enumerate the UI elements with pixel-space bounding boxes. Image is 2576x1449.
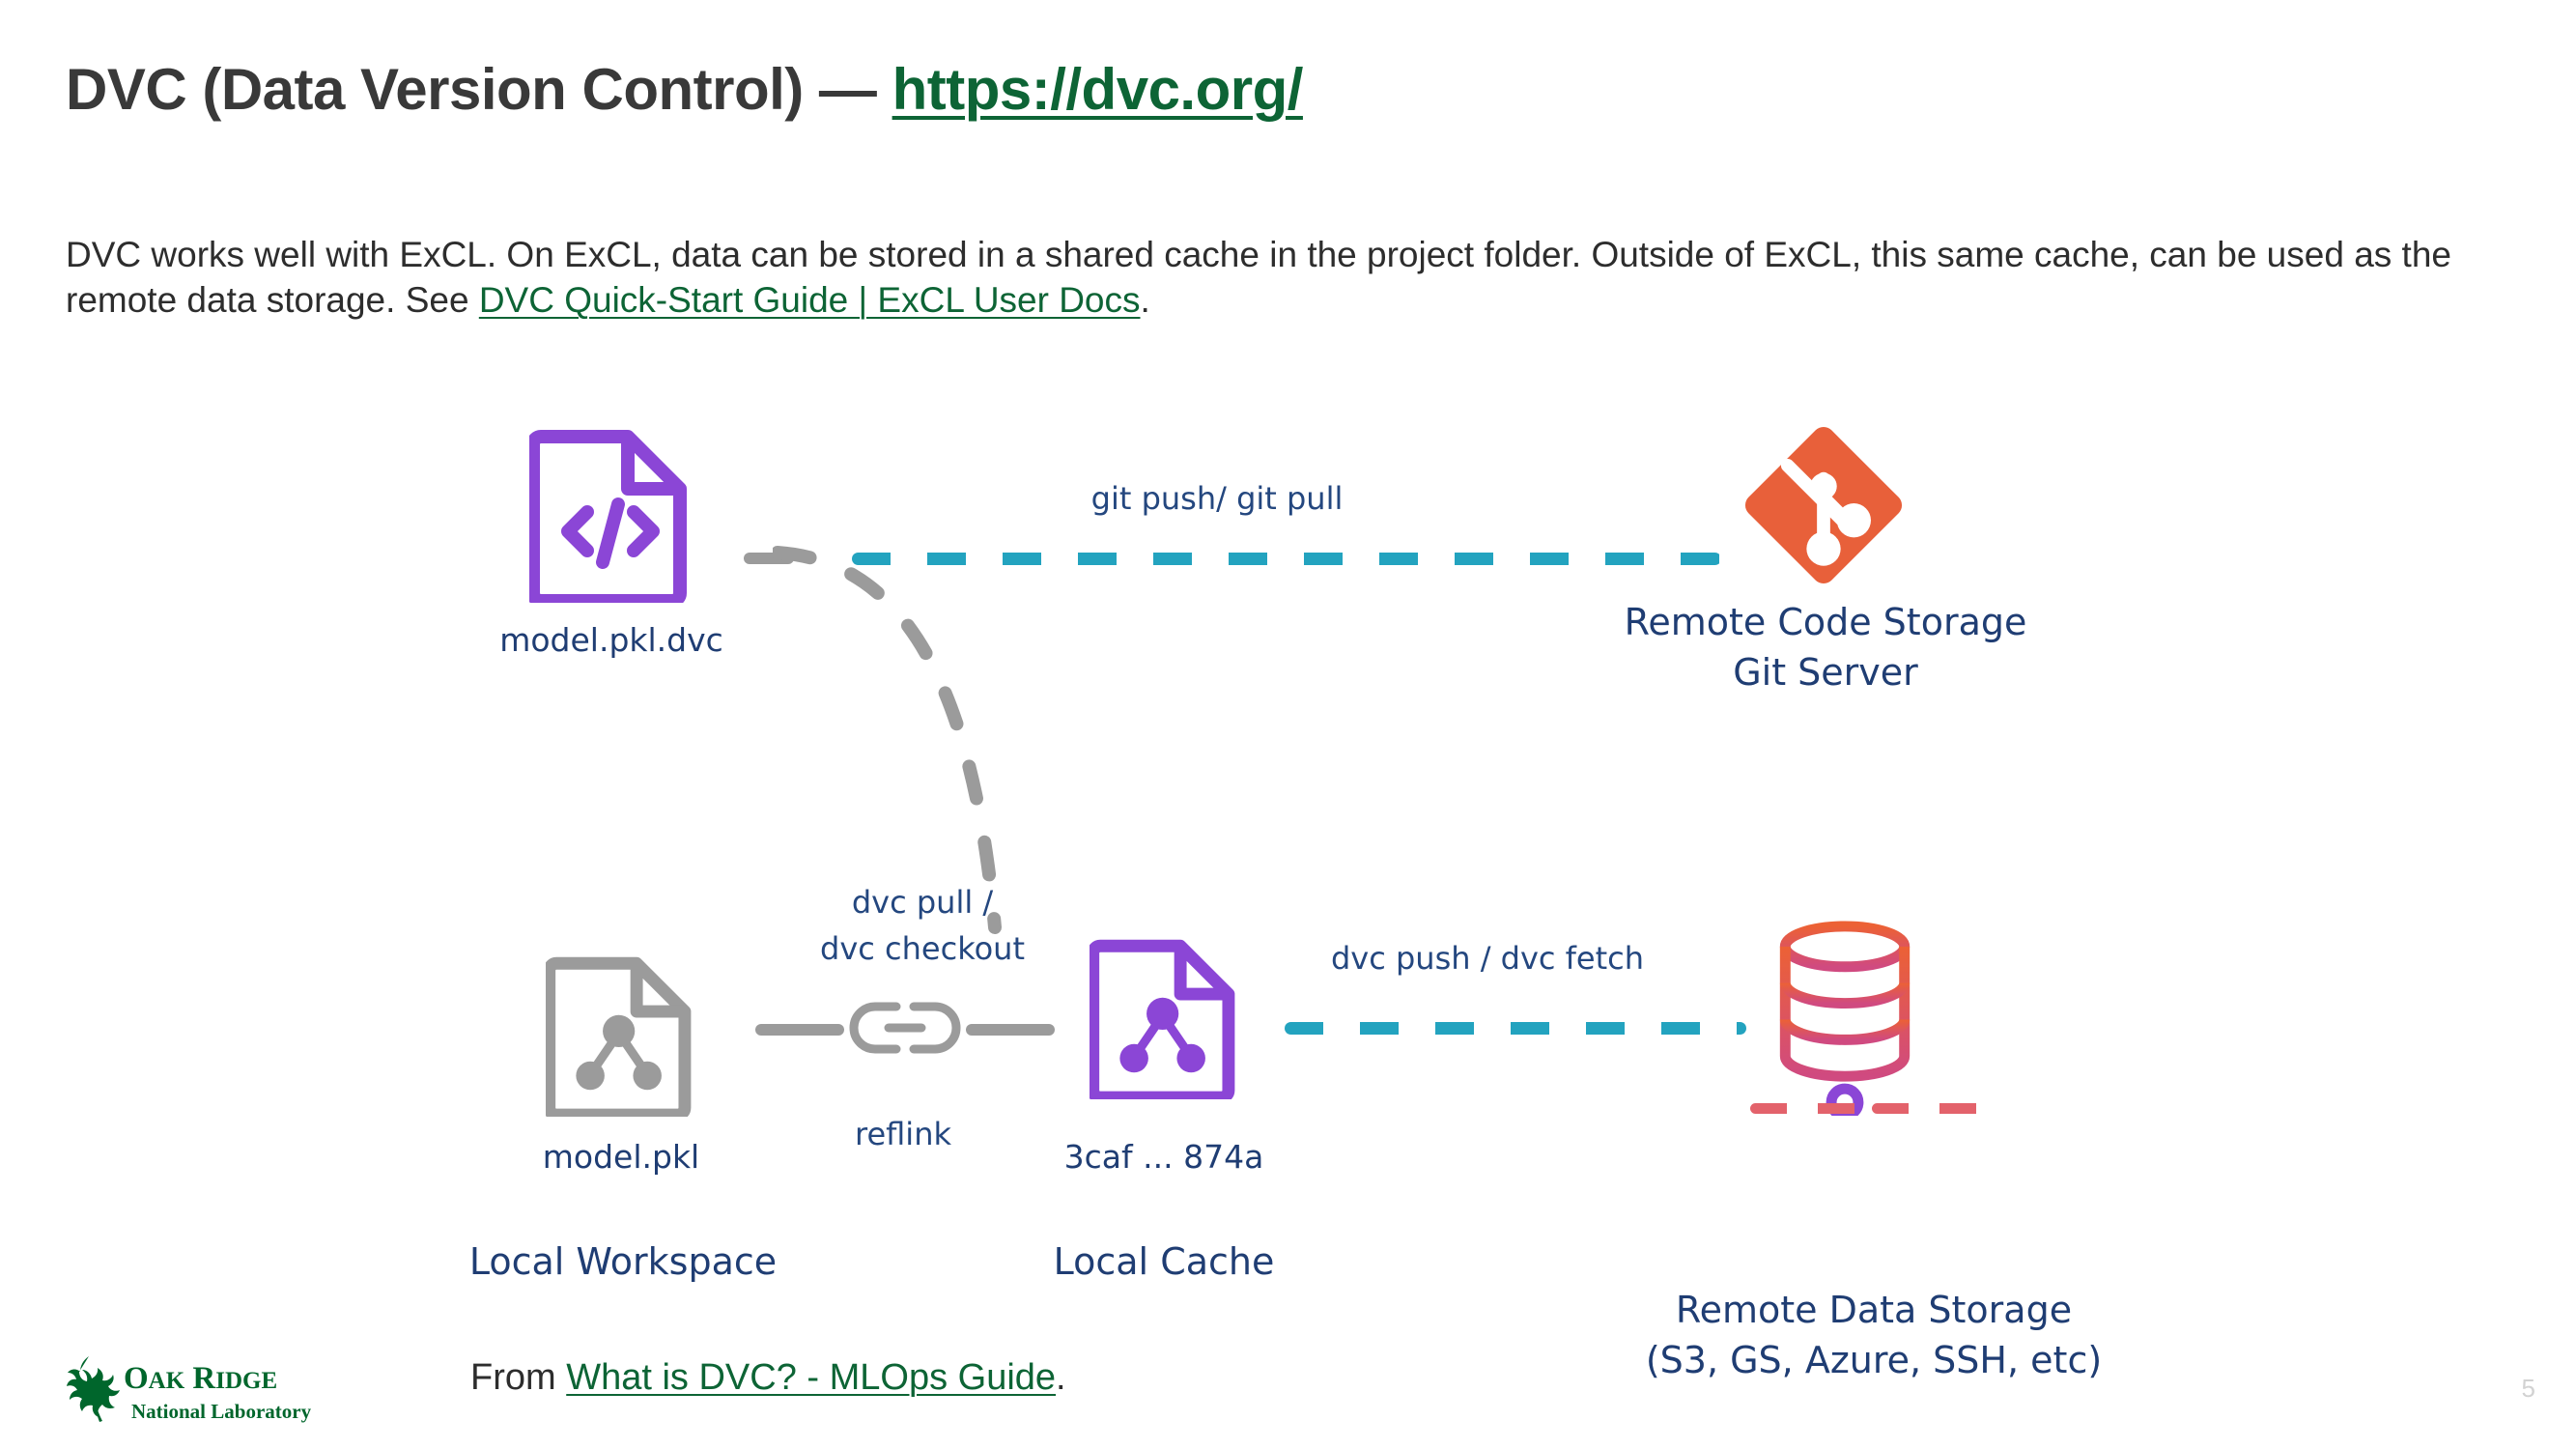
label-remote-data-line2: (S3, GS, Azure, SSH, etc): [1645, 1339, 2103, 1381]
mlops-guide-link[interactable]: What is DVC? - MLOps Guide: [566, 1357, 1057, 1398]
edge-remote-data-dash-left: [1750, 1103, 1861, 1114]
label-remote-data-line1: Remote Data Storage: [1675, 1289, 2073, 1331]
footer-credit-suffix: .: [1056, 1357, 1066, 1398]
label-workspace-file: model.pkl: [542, 1138, 700, 1176]
label-dvc-push-fetch: dvc push / dvc fetch: [1330, 940, 1645, 977]
label-git-server-line2: Git Server: [1733, 651, 1918, 694]
code-file-icon: [526, 430, 687, 608]
label-git-operations: git push/ git pull: [1090, 480, 1344, 517]
graph-file-icon: [543, 956, 692, 1122]
oak-ridge-logo-icon: OAK RIDGE National Laboratory: [67, 1356, 312, 1423]
node-workspace-file: [543, 954, 695, 1122]
page-title-text: DVC (Data Version Control) —: [66, 57, 892, 122]
body-paragraph-part2: .: [1140, 280, 1150, 321]
label-local-cache: Local Cache: [1053, 1240, 1275, 1283]
label-dvc-pull-line2: dvc checkout: [820, 930, 1025, 967]
body-paragraph-part1: DVC works well with ExCL. On ExCL, data …: [66, 235, 2451, 321]
edge-dvc-file-to-cache-curve: [773, 546, 1002, 934]
page-number: 5: [2521, 1374, 2535, 1403]
dvc-architecture-diagram: model.pkl.dvc git push/ git pull Remote …: [0, 386, 2576, 1381]
footer-credit: From What is DVC? - MLOps Guide.: [470, 1357, 1066, 1399]
node-dvc-file: [526, 427, 692, 608]
git-diamond-icon: [1744, 426, 1903, 584]
node-git-server: [1729, 411, 1918, 605]
excl-user-docs-link[interactable]: DVC Quick-Start Guide | ExCL User Docs: [478, 280, 1141, 321]
reflink-line-right: [966, 1024, 1055, 1036]
link-chain-icon: [849, 1002, 961, 1054]
dvc-homepage-link[interactable]: https://dvc.org/: [892, 57, 1304, 122]
label-cache-file: 3caf ... 874a: [1063, 1138, 1264, 1176]
edge-git-push-pull-line: [852, 553, 1721, 565]
page-title: DVC (Data Version Control) — https://dvc…: [66, 56, 1303, 123]
label-reflink: reflink: [855, 1116, 951, 1152]
graph-file-icon: [1087, 939, 1235, 1104]
ornl-logo: OAK RIDGE National Laboratory: [60, 1350, 340, 1430]
reflink-line-left: [755, 1024, 844, 1036]
svg-text:OAK RIDGE: OAK RIDGE: [124, 1361, 277, 1396]
footer-credit-prefix: From: [470, 1357, 567, 1398]
node-remote-data-storage: [1758, 918, 1932, 1122]
edge-remote-data-dash-right: [1872, 1103, 1983, 1114]
label-git-server-line1: Remote Code Storage: [1624, 601, 2027, 643]
database-cylinder-icon: [1779, 921, 1911, 1122]
label-dvc-file: model.pkl.dvc: [499, 621, 723, 659]
edge-dvc-push-line: [1285, 1022, 1746, 1035]
label-local-workspace: Local Workspace: [468, 1240, 778, 1283]
label-dvc-pull-line1: dvc pull /: [851, 884, 994, 921]
body-paragraph: DVC works well with ExCL. On ExCL, data …: [66, 232, 2519, 324]
node-cache-file: [1087, 937, 1239, 1104]
svg-text:National Laboratory: National Laboratory: [131, 1400, 312, 1423]
